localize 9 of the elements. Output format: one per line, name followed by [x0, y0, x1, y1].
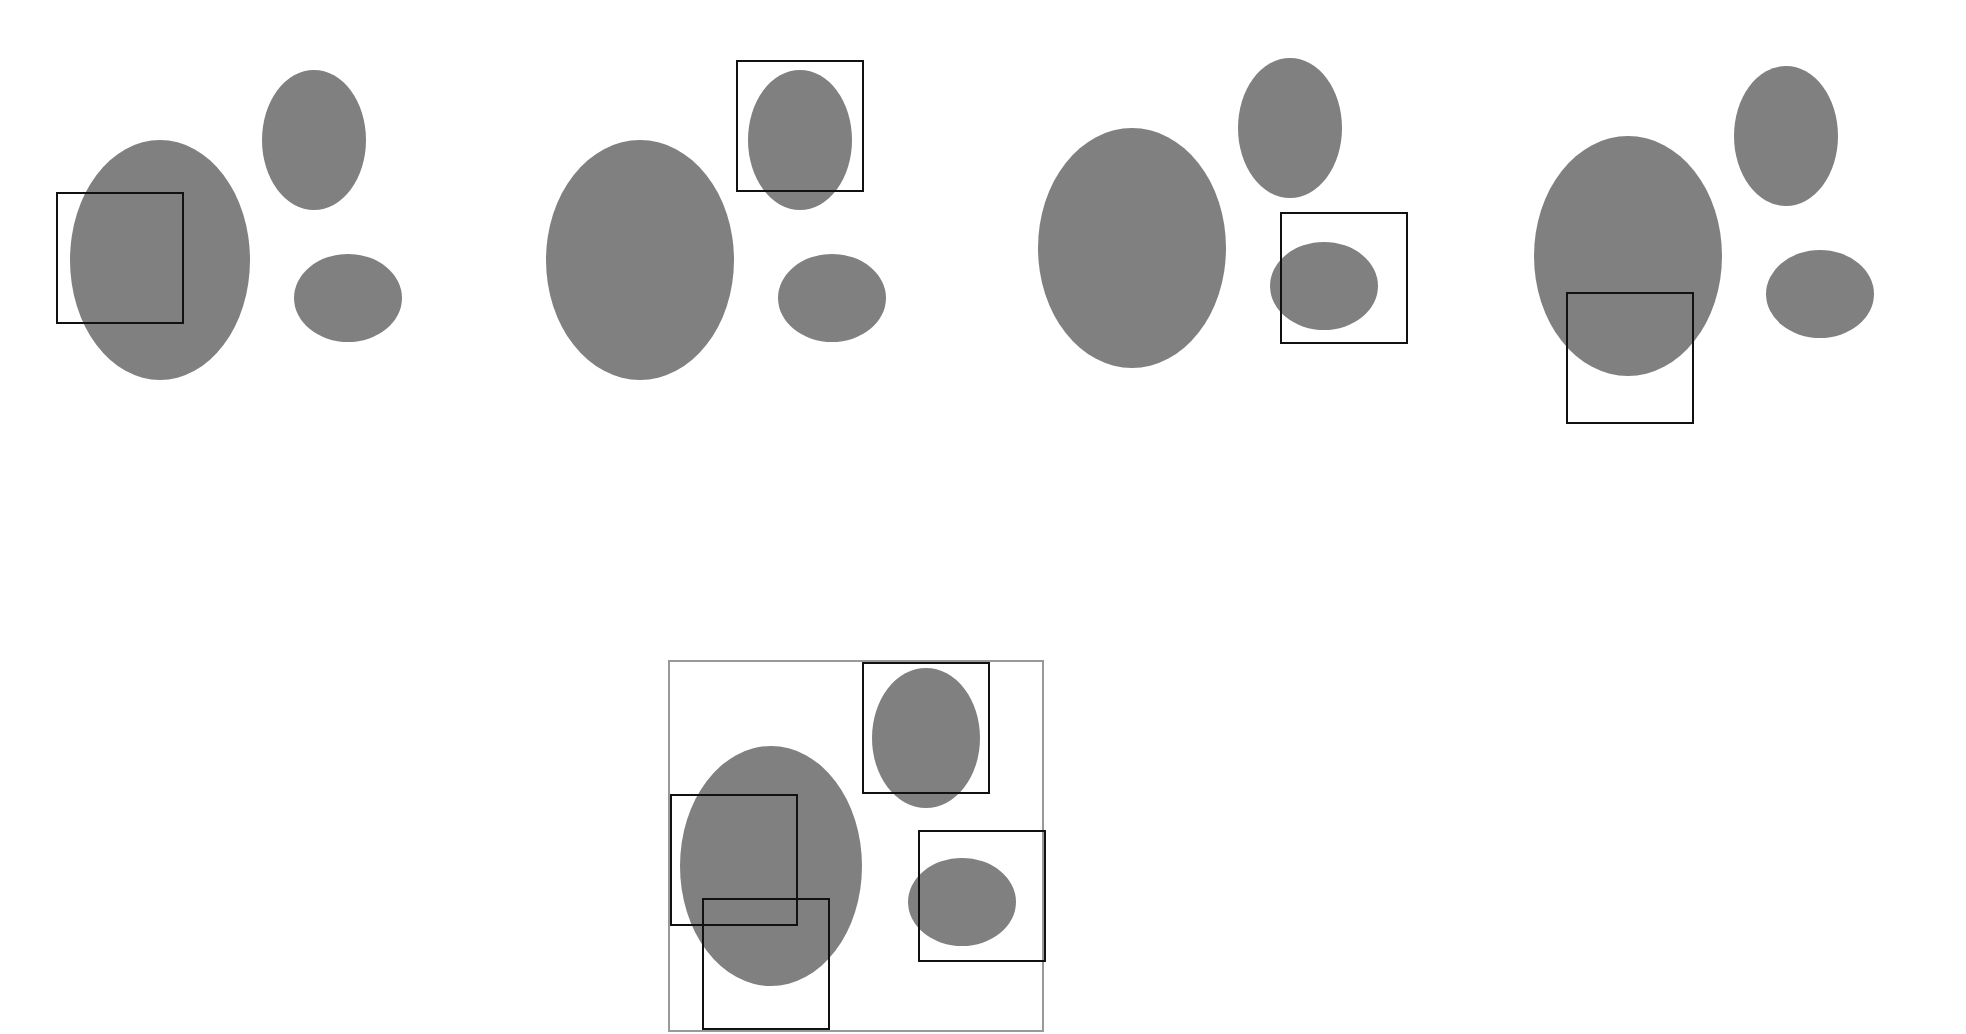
selection-box — [1280, 212, 1408, 344]
selection-box — [736, 60, 864, 192]
selection-box — [918, 830, 1046, 962]
selection-box — [1566, 292, 1694, 424]
selection-box — [56, 192, 184, 324]
selection-box — [702, 898, 830, 1030]
selection-box — [670, 794, 798, 926]
selection-box — [862, 662, 990, 794]
frame-box — [668, 660, 1044, 1032]
